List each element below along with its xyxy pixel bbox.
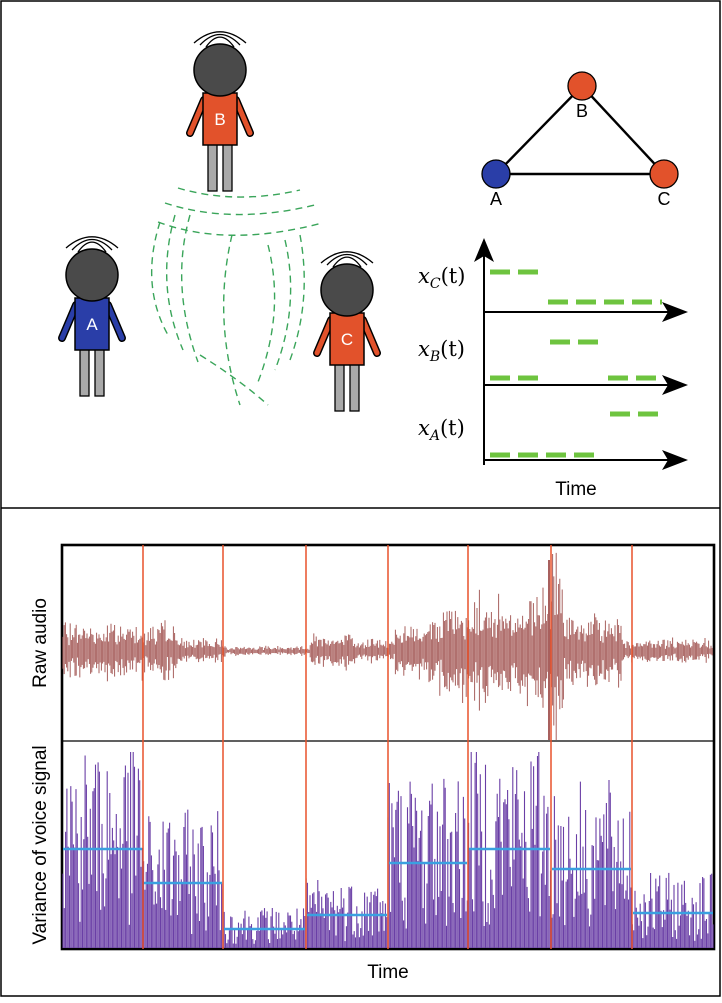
leg bbox=[349, 362, 360, 412]
leg bbox=[222, 142, 233, 192]
speaking-timeline: xC(t) xB(t) xA(t) Time bbox=[418, 238, 688, 500]
timeline-arrow bbox=[662, 450, 688, 470]
row-label: xB(t) bbox=[418, 337, 465, 365]
leg bbox=[334, 362, 345, 412]
signal-icon bbox=[205, 36, 235, 48]
leg bbox=[94, 347, 105, 397]
arm bbox=[105, 302, 125, 341]
signal-icon bbox=[332, 256, 362, 268]
leg bbox=[79, 347, 90, 397]
person-b: B bbox=[186, 31, 254, 192]
wave-arc bbox=[274, 239, 292, 371]
arm bbox=[314, 317, 334, 356]
arm bbox=[187, 97, 207, 136]
person-label: A bbox=[86, 315, 98, 334]
wave-arc bbox=[157, 221, 323, 236]
person-a: A bbox=[58, 236, 126, 397]
wave-arc bbox=[222, 234, 241, 406]
wave-arc bbox=[199, 354, 269, 406]
arm bbox=[59, 302, 79, 341]
graph-node-label: C bbox=[658, 189, 671, 209]
wave-arc bbox=[165, 214, 184, 351]
signal-icon bbox=[65, 236, 119, 249]
arm bbox=[360, 317, 380, 356]
variance-label: Variance of voice signal bbox=[30, 745, 51, 944]
graph-node-label: B bbox=[576, 101, 588, 121]
raw-audio-label: Raw audio bbox=[30, 598, 51, 688]
head bbox=[65, 248, 119, 302]
wave-arc bbox=[181, 214, 199, 363]
graph-node-label: A bbox=[490, 189, 502, 209]
signal-icon bbox=[199, 33, 241, 46]
person-label: B bbox=[214, 110, 225, 129]
sound-waves bbox=[151, 187, 323, 406]
row-label: xC(t) bbox=[418, 264, 465, 292]
wave-arc bbox=[177, 187, 301, 198]
arm bbox=[233, 97, 253, 136]
signal-icon bbox=[193, 31, 247, 44]
timeline-arrow bbox=[662, 375, 688, 395]
head bbox=[320, 263, 374, 317]
wave-arc bbox=[289, 234, 305, 361]
signal-icon bbox=[71, 238, 113, 251]
head bbox=[193, 43, 247, 97]
timeline-arrow bbox=[662, 302, 688, 322]
interaction-graph: A B C bbox=[481, 71, 679, 209]
graph-edge bbox=[495, 85, 583, 175]
person-label: C bbox=[341, 330, 353, 349]
row-label: xA(t) bbox=[418, 416, 465, 444]
timeline-axis-label: Time bbox=[555, 479, 597, 500]
raw-audio-waveform bbox=[62, 552, 713, 740]
graph-node-b bbox=[567, 71, 597, 101]
signal-icon bbox=[320, 251, 374, 264]
wave-arc bbox=[151, 221, 169, 336]
person-c: C bbox=[313, 251, 381, 412]
signal-icon bbox=[77, 241, 107, 253]
leg bbox=[207, 142, 218, 192]
graph-node-a bbox=[481, 159, 511, 189]
variance-bars bbox=[62, 752, 714, 948]
wave-arc bbox=[257, 244, 276, 383]
timeline-y-arrow bbox=[474, 238, 494, 262]
graph-node-c bbox=[649, 159, 679, 189]
signal-icon bbox=[326, 253, 368, 266]
graph-edge bbox=[581, 85, 665, 175]
time-axis-label: Time bbox=[367, 962, 409, 983]
wave-arc bbox=[164, 202, 316, 216]
people: A B C bbox=[58, 31, 381, 412]
